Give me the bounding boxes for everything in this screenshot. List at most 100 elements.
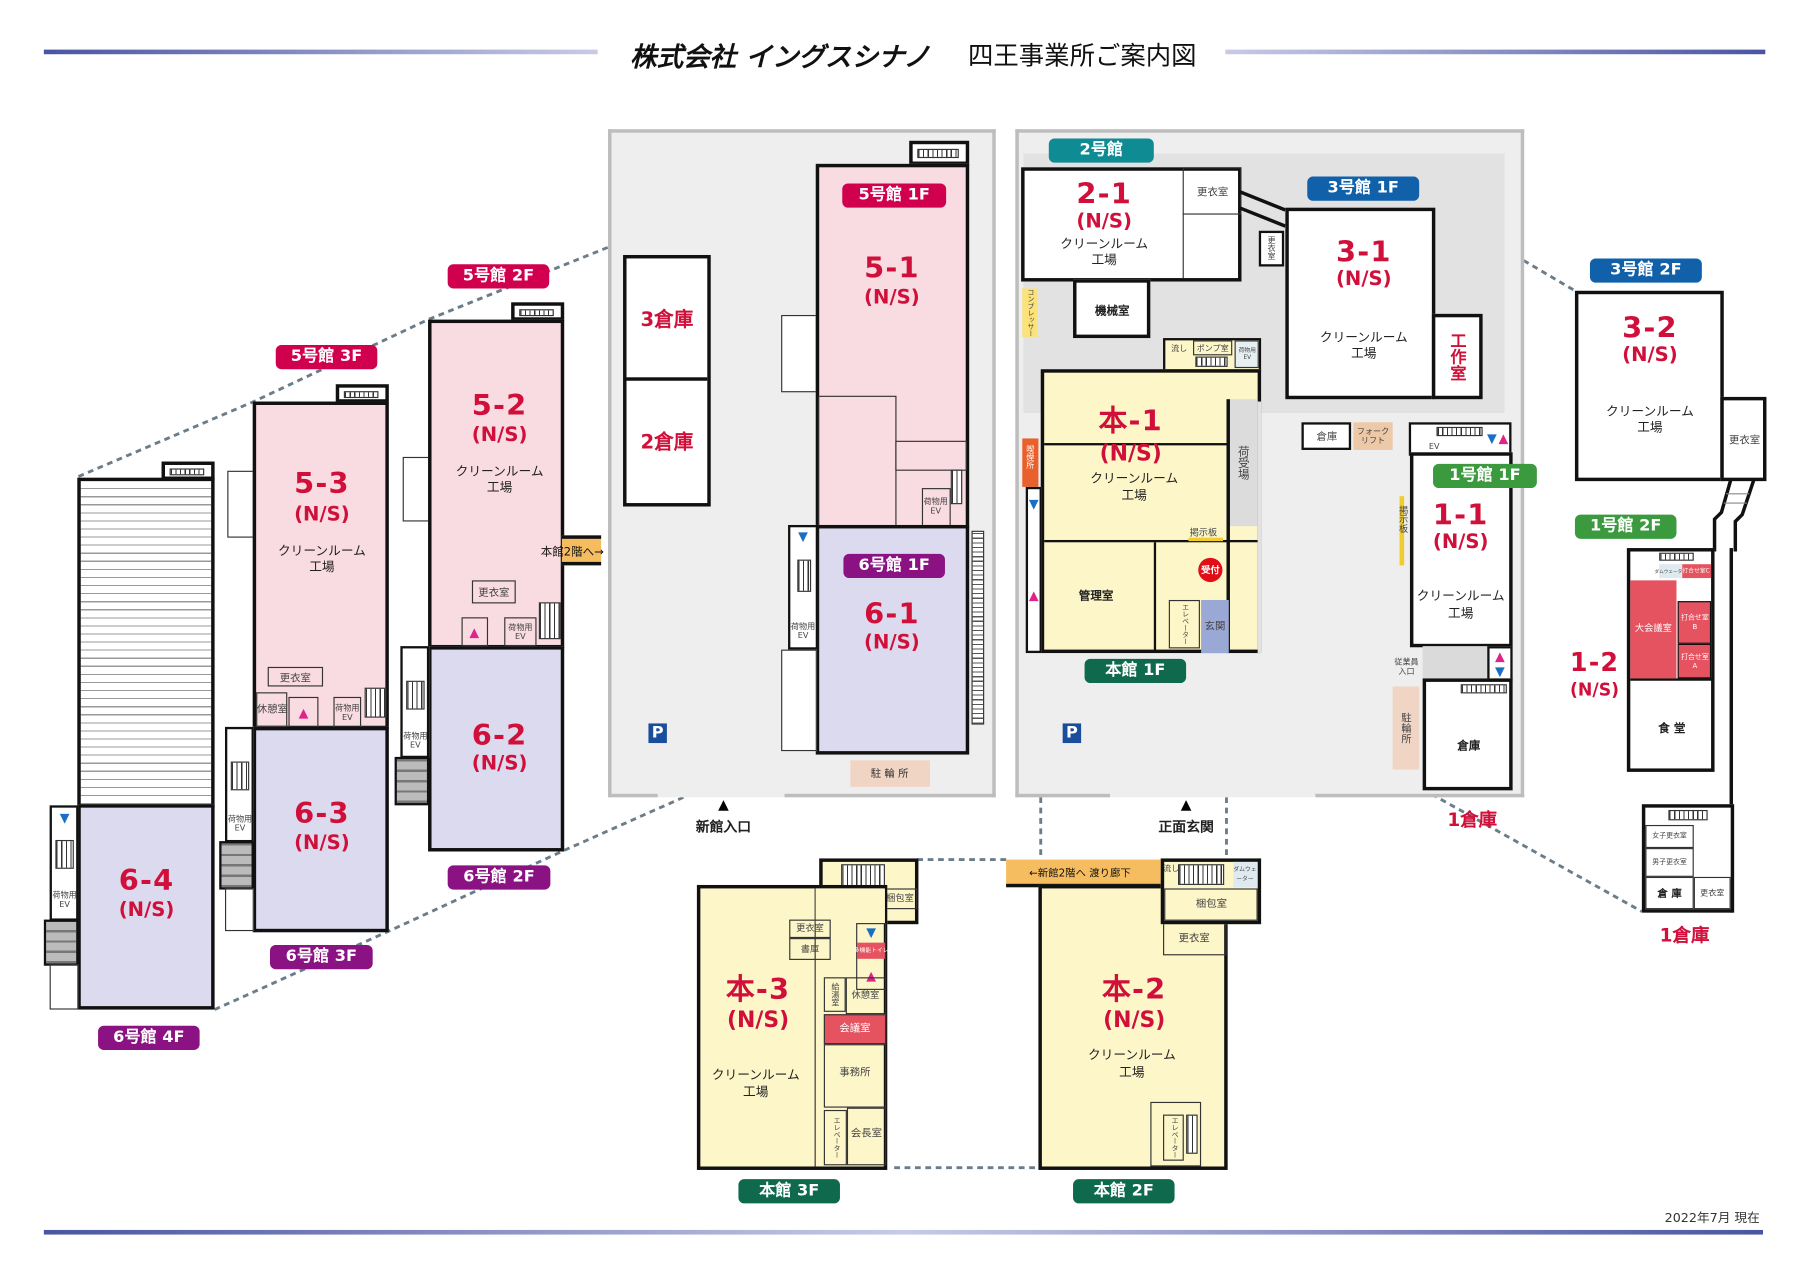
- elevator-label: エレベーター: [1169, 1116, 1179, 1159]
- mens-changing-label: 男子更衣室: [1652, 858, 1687, 867]
- room-ns: (N/S): [864, 286, 920, 310]
- cargo-ev-label: EV: [1243, 354, 1252, 362]
- warehouse-3-label: 3倉庫: [640, 308, 694, 332]
- room-id: 本-2: [1102, 972, 1167, 1007]
- partition: [895, 440, 967, 471]
- outdoor-stairs: [971, 530, 985, 725]
- room-id: 2-1: [1076, 177, 1132, 211]
- toilet: ▲ ▼: [1487, 646, 1513, 681]
- passage: [1422, 646, 1488, 679]
- stairs-icon: [1659, 552, 1694, 561]
- stair-ev-area: EV ▼ ▲: [1408, 422, 1512, 456]
- footer-rule: [43, 1229, 1764, 1235]
- mens-toilet-icon: ▼: [1028, 496, 1039, 512]
- elevator-label: エレベーター: [1180, 603, 1189, 645]
- room-id: 5-3: [294, 466, 350, 501]
- partition: [1182, 213, 1184, 279]
- workshop: 工作室: [1431, 313, 1483, 400]
- pump-room: ポンプ室: [1193, 340, 1233, 356]
- room-ns: (N/S): [294, 503, 350, 527]
- factory-label: 工場: [743, 1084, 769, 1100]
- meeting-room-a: 打合せ室 A: [1677, 643, 1712, 679]
- notice-board-label: 掲示板: [1398, 505, 1409, 534]
- room-ns: (N/S): [471, 752, 528, 776]
- annex-box: [781, 314, 817, 393]
- room-id: 6-1: [864, 597, 920, 631]
- partition: [818, 395, 897, 529]
- room-ns: (N/S): [1622, 343, 1678, 367]
- office-label: 管理室: [1078, 590, 1114, 603]
- room-id: 本-3: [725, 972, 791, 1007]
- meeting-room-b-label: 打合せ室 B: [1681, 613, 1709, 632]
- header-rule-right: [1225, 49, 1766, 55]
- room-ns: (N/S): [1570, 679, 1620, 701]
- conference-room-label: 会議室: [839, 1023, 871, 1035]
- loading-area: 荷受場: [1226, 399, 1258, 527]
- factory-label: 工場: [1351, 346, 1377, 362]
- cargo-ev-label: 荷物用: [227, 814, 253, 824]
- warehouse-1-label: 1倉庫: [1659, 924, 1710, 947]
- floor-tag-3-2f: 3号館 2F: [1589, 258, 1702, 283]
- smoking-area: 喫煙所: [1022, 438, 1039, 487]
- toilet-block: ▼ 多機能トイレ ▲: [854, 923, 888, 990]
- stairs-icon: [519, 309, 554, 317]
- site-wall: [1315, 793, 1525, 798]
- large-conference-room: 大会議室: [1630, 580, 1677, 679]
- parking-icon: P: [648, 723, 667, 744]
- meeting-room-c: 打合せ室C: [1682, 564, 1712, 579]
- forklift-area: フォーク リフト: [1353, 422, 1393, 450]
- factory-label: 工場: [1091, 252, 1117, 268]
- entrance-arrow-icon: ▲: [1180, 796, 1192, 813]
- rest-room: 休憩室: [845, 977, 887, 1015]
- floor-tag-main-3f: 本館 3F: [738, 1179, 840, 1204]
- stairs-icon: [343, 391, 379, 399]
- factory-label: 工場: [309, 559, 335, 575]
- cargo-ev-label: 荷物用: [403, 731, 428, 741]
- womens-toilet-icon: ▲: [1028, 587, 1039, 603]
- meeting-room-c-label: 打合せ室C: [1682, 567, 1710, 575]
- floor-tag-6-4f: 6号館 4F: [98, 1025, 200, 1050]
- stairs-icon: [797, 559, 812, 592]
- packing-room: 梱包室: [1164, 888, 1258, 921]
- floor-tag-5-2f: 5号館 2F: [447, 264, 550, 289]
- meeting-room-a-label: 打合せ室 A: [1681, 653, 1709, 671]
- parking-icon: P: [1062, 723, 1082, 744]
- workshop-label: 工作室: [1448, 332, 1467, 381]
- room-ns: (N/S): [294, 831, 350, 855]
- cargo-ev-label: 荷物用: [335, 703, 360, 714]
- room-id: 6-4: [118, 863, 175, 898]
- factory-label: 工場: [1121, 488, 1147, 504]
- cleanroom-label: クリーンルーム: [455, 463, 544, 479]
- storage: 倉庫: [1301, 422, 1352, 450]
- cleanroom-label: クリーンルーム: [1060, 236, 1149, 252]
- annex-box: [781, 649, 817, 752]
- cargo-ev-label: 荷物用: [790, 621, 816, 632]
- room-ns: (N/S): [726, 1007, 790, 1033]
- room-3-1: [1285, 207, 1436, 400]
- storage-label: 倉庫: [1457, 740, 1481, 753]
- room-5-2: [428, 319, 565, 649]
- corridor-link: [561, 535, 602, 566]
- roof-area: [77, 477, 215, 808]
- womens-changing-room: 女子更衣室: [1645, 824, 1694, 849]
- cleanroom-label: クリーンルーム: [1606, 403, 1694, 419]
- header-rule-left: [43, 49, 598, 55]
- cleanroom-label: クリーンルーム: [1090, 470, 1179, 486]
- room-ns: (N/S): [1103, 1007, 1166, 1033]
- changing-room: 更衣室: [1182, 167, 1242, 215]
- rest-room-label: 休憩室: [256, 704, 288, 716]
- cargo-ev-label: 荷物用: [923, 497, 948, 507]
- floor-tag-6-1f: 6号館 1F: [843, 553, 945, 579]
- cleanroom-label: クリーンルーム: [1319, 329, 1408, 345]
- stairs-icon: [1195, 356, 1228, 367]
- dumbwaiter: ダムウェーター: [1233, 861, 1258, 888]
- room-id: 本-1: [1098, 403, 1163, 438]
- changing-room-label: 更衣室: [1266, 235, 1277, 261]
- room-2-1: 更衣室: [1021, 167, 1242, 282]
- cargo-ev-label: EV: [341, 713, 353, 723]
